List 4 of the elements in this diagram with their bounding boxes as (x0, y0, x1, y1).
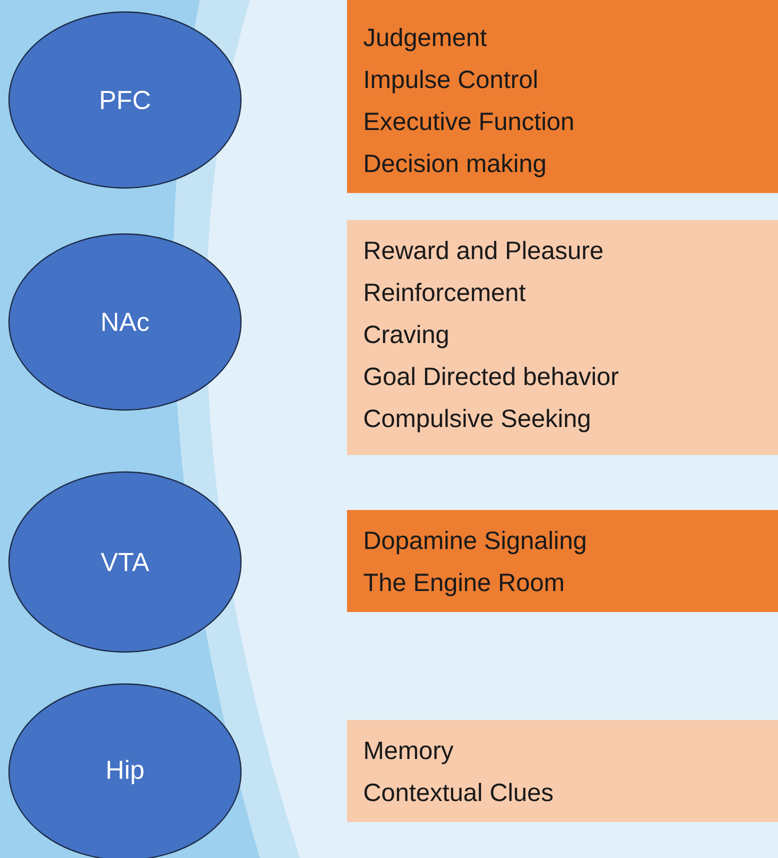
function-box: Dopamine Signaling The Engine Room (347, 510, 778, 612)
function-box: Judgement Impulse Control Executive Function Decision making (347, 0, 778, 193)
function-box: Memory Contextual Clues (347, 720, 778, 822)
function-box: Reward and Pleasure Reinforcement Craving Goal Directed behavior Compulsive Seeking (347, 220, 778, 455)
